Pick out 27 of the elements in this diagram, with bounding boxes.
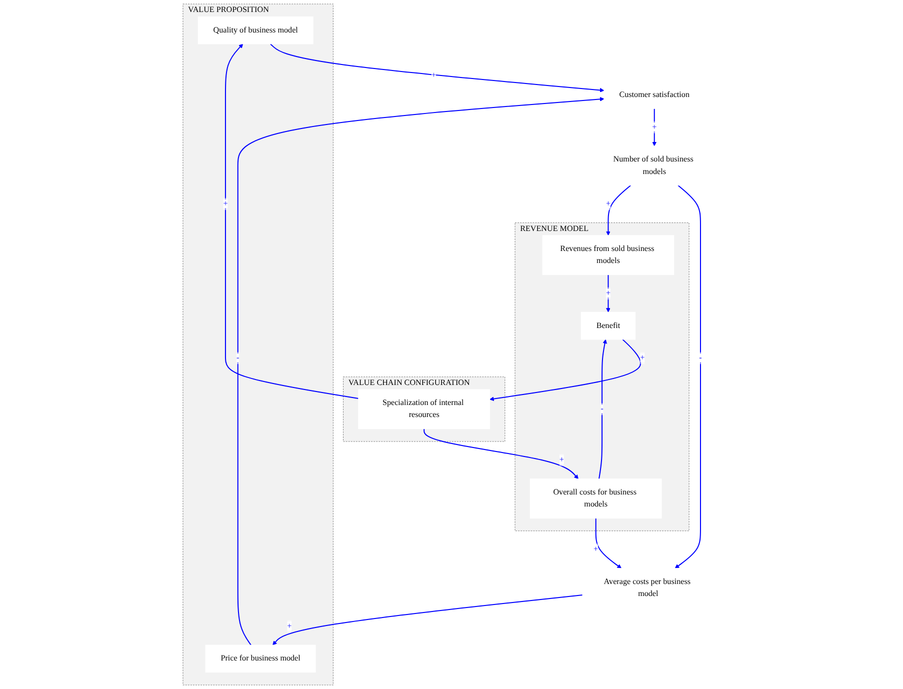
- edge-label: +: [431, 70, 436, 80]
- node-text: Average costs per business model: [604, 577, 691, 598]
- node-text: Customer satisfaction: [619, 90, 690, 100]
- node-box: Revenues from sold business models: [542, 235, 674, 276]
- node-box: Benefit: [580, 312, 636, 340]
- arrow: [424, 428, 578, 480]
- node-text: Number of sold business models: [613, 155, 694, 176]
- arrow: [272, 594, 583, 646]
- node-box: Overall costs for business models: [530, 478, 662, 519]
- edge-label: +: [606, 200, 611, 208]
- edge-label: -: [236, 354, 240, 362]
- edge-label: +: [287, 622, 292, 630]
- node-box: Price for business model: [205, 644, 316, 673]
- edge-label: +: [606, 288, 611, 298]
- arrow: [270, 44, 604, 92]
- node-box: Quality of business model: [198, 16, 314, 44]
- edge-label: +: [640, 354, 645, 362]
- arrow: [224, 44, 359, 399]
- edge-label: +: [559, 456, 564, 464]
- arrow: [595, 518, 622, 568]
- edge-label: +: [594, 545, 598, 554]
- arrow: [490, 339, 642, 402]
- edge-label: -: [600, 404, 604, 414]
- edge-label: +: [652, 122, 657, 132]
- edge-label: -: [699, 354, 702, 362]
- node-box: Specialization of internal resources: [358, 389, 490, 430]
- edge-label: +: [223, 200, 228, 208]
